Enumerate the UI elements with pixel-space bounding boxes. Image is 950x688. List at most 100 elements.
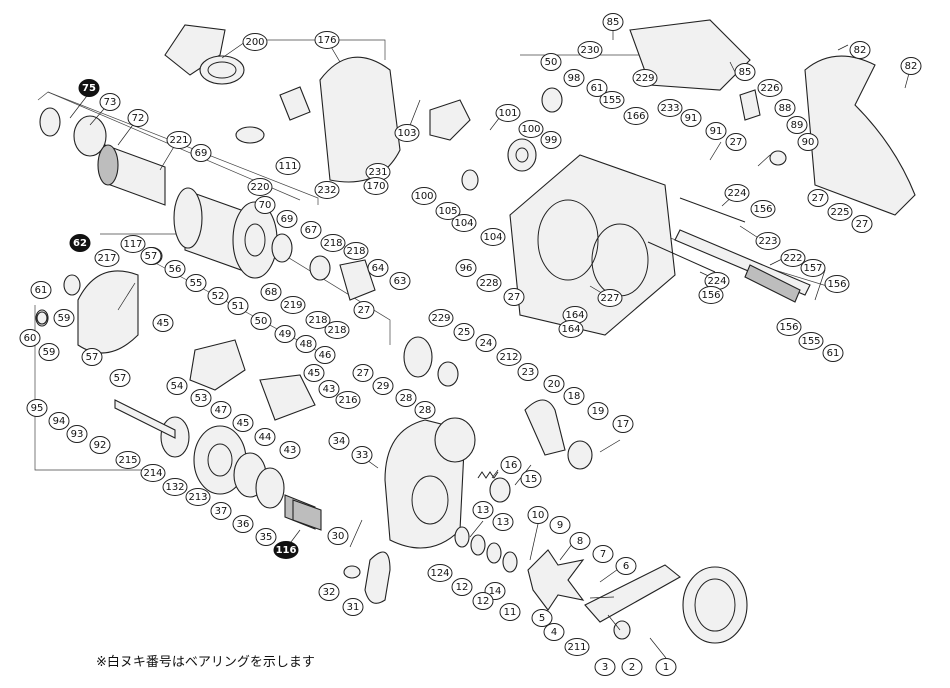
- callout-label: 88: [779, 103, 792, 114]
- callout-bubble: [774, 99, 796, 117]
- callout-label: 85: [607, 17, 620, 28]
- callout-bubble: [30, 281, 52, 299]
- callout-label: 164: [561, 324, 580, 335]
- callout-bubble: [475, 334, 497, 352]
- callout-label: 218: [327, 325, 346, 336]
- callout-label: 111: [278, 161, 297, 172]
- callout-label: 85: [739, 67, 752, 78]
- callout-bubble: [185, 488, 211, 506]
- callout-label: 11: [504, 607, 517, 618]
- callout-bubble: [540, 53, 562, 71]
- callout-label: 116: [276, 545, 297, 556]
- callout-bubble: [166, 377, 188, 395]
- callout-10-129: 10: [527, 506, 549, 524]
- callout-30-133: 30: [327, 527, 349, 545]
- callout-75-11: 75: [78, 79, 100, 97]
- callout-20-103: 20: [543, 375, 565, 393]
- callout-label: 45: [157, 318, 170, 329]
- callout-label: 34: [333, 436, 346, 447]
- callout-19-113: 19: [587, 402, 609, 420]
- callout-label: 53: [195, 393, 208, 404]
- callout-bubble: [363, 177, 389, 195]
- callout-label: 9: [557, 520, 563, 531]
- callout-226-19: 226: [757, 79, 783, 97]
- callout-label: 50: [255, 316, 268, 327]
- callout-156-63: 156: [698, 286, 724, 304]
- callout-229-79: 229: [428, 309, 454, 327]
- callout-label: 45: [308, 368, 321, 379]
- callout-62-50: 62: [69, 234, 91, 252]
- callout-bubble: [472, 501, 494, 519]
- part-drawings: [35, 19, 916, 644]
- callout-bubble: [247, 178, 273, 196]
- callout-bubble: [38, 343, 60, 361]
- callout-224-39: 224: [724, 184, 750, 202]
- callout-59-73: 59: [53, 309, 75, 327]
- callout-bubble: [849, 41, 871, 59]
- callout-bubble: [798, 332, 824, 350]
- callout-104-38: 104: [480, 228, 506, 246]
- callout-57-92: 57: [109, 369, 131, 387]
- callout-bubble: [577, 41, 603, 59]
- callout-bubble: [254, 196, 276, 214]
- callout-11-142: 11: [499, 603, 521, 621]
- callout-bubble: [657, 99, 683, 117]
- callout-73-12: 73: [99, 93, 121, 111]
- callout-bubble: [207, 287, 229, 305]
- callout-label: 33: [356, 450, 369, 461]
- callout-bubble: [69, 234, 91, 252]
- callout-bubble: [776, 318, 802, 336]
- callout-46-93: 46: [314, 346, 336, 364]
- callout-29-102: 29: [372, 377, 394, 395]
- part-200-drawing: [164, 24, 226, 76]
- callout-label: 156: [753, 204, 772, 215]
- callout-label: 157: [803, 263, 822, 274]
- callout-44-107: 44: [254, 428, 276, 446]
- callout-bubble: [120, 235, 146, 253]
- callout-56-54: 56: [164, 260, 186, 278]
- callout-132-123: 132: [162, 478, 188, 496]
- callout-103-14: 103: [394, 124, 420, 142]
- callout-bubble: [314, 31, 340, 49]
- callout-label: 50: [545, 57, 558, 68]
- callout-27-25: 27: [725, 133, 747, 151]
- callout-label: 69: [281, 214, 294, 225]
- callout-222-58: 222: [780, 249, 806, 267]
- callout-label: 215: [118, 455, 137, 466]
- callout-bubble: [127, 109, 149, 127]
- callout-label: 89: [791, 120, 804, 131]
- callout-bubble: [780, 249, 806, 267]
- callout-bubble: [53, 309, 75, 327]
- callout-220-34: 220: [247, 178, 273, 196]
- callout-label: 218: [308, 315, 327, 326]
- callout-bubble: [757, 79, 783, 97]
- callout-label: 27: [357, 368, 370, 379]
- callout-label: 64: [372, 263, 385, 274]
- callout-bubble: [427, 564, 453, 582]
- callout-label: 223: [758, 236, 777, 247]
- callout-bubble: [786, 116, 808, 134]
- callout-label: 61: [35, 285, 48, 296]
- callout-label: 170: [366, 181, 385, 192]
- callout-label: 19: [592, 406, 605, 417]
- callout-bubble: [389, 272, 411, 290]
- callout-27-41: 27: [807, 189, 829, 207]
- callout-bubble: [210, 502, 232, 520]
- callout-label: 28: [400, 393, 413, 404]
- callout-label: 36: [237, 519, 250, 530]
- callout-218-76: 218: [324, 321, 350, 339]
- callout-label: 31: [347, 602, 360, 613]
- callout-17-117: 17: [612, 415, 634, 433]
- callout-214-119: 214: [140, 464, 166, 482]
- callout-6-136: 6: [615, 557, 637, 575]
- callout-label: 16: [505, 460, 518, 471]
- callout-label: 176: [317, 35, 336, 46]
- callout-bubble: [335, 391, 361, 409]
- callout-bubble: [276, 210, 298, 228]
- callout-bubble: [351, 446, 373, 464]
- callout-bubble: [343, 242, 369, 260]
- callout-bubble: [451, 578, 473, 596]
- callout-bubble: [632, 69, 658, 87]
- callout-5-144: 5: [531, 609, 553, 627]
- callout-label: 68: [265, 287, 278, 298]
